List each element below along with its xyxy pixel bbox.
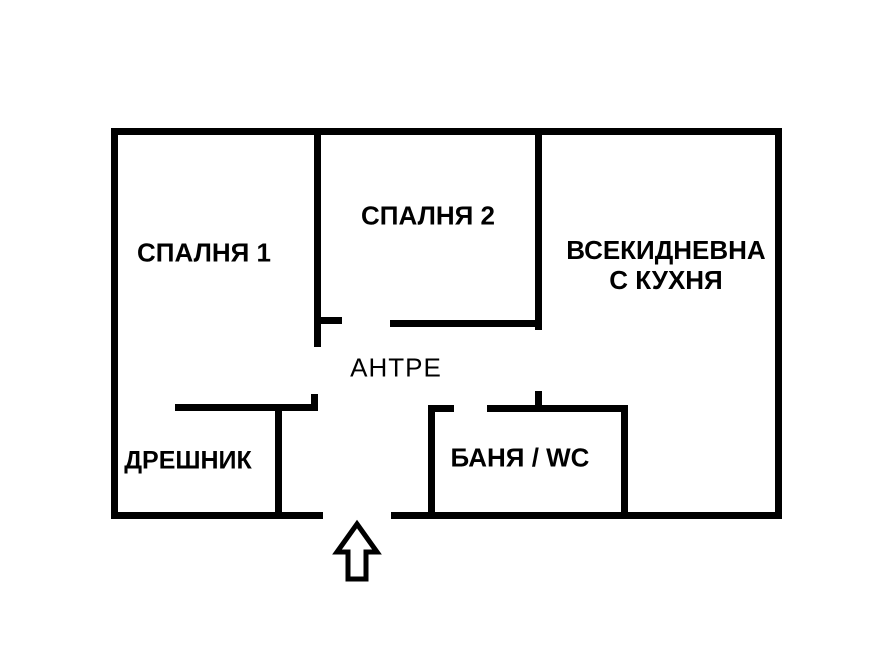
wall-stub-living-door [535,391,542,406]
wall-outer-right [775,128,782,519]
room-label-bedroom2: СПАЛНЯ 2 [361,200,495,231]
room-label-hallway: АНТРЕ [350,352,442,383]
wall-outer-top [111,128,782,135]
wall-outer-bottom-right [391,512,782,519]
entrance-arrow-icon [332,519,382,582]
wall-closet-right [275,404,282,517]
wall-bedroom2-living [535,128,542,330]
room-label-bedroom1: СПАЛНЯ 1 [137,237,271,268]
room-label-closet: ДРЕШНИК [124,446,252,475]
wall-bathroom-top-right [487,405,628,412]
wall-bathroom-right [621,405,628,517]
room-label-living-line1: ВСЕКИДНЕВНА [566,235,766,265]
room-label-bathroom: БАНЯ / WC [450,442,590,473]
wall-bathroom-left [428,405,435,517]
wall-bedroom2-bottom [390,320,542,327]
wall-closet-top [175,404,318,411]
wall-outer-left [111,128,118,519]
wall-bedroom1-bedroom2 [314,128,321,347]
room-label-living: ВСЕКИДНЕВНА С КУХНЯ [566,235,765,295]
wall-bathroom-top-left [428,405,454,412]
room-label-living-line2: С КУХНЯ [609,265,723,295]
wall-closet-top-stub [311,394,318,405]
wall-outer-bottom-left [111,512,323,519]
wall-stub-bedroom2-left [314,317,342,324]
